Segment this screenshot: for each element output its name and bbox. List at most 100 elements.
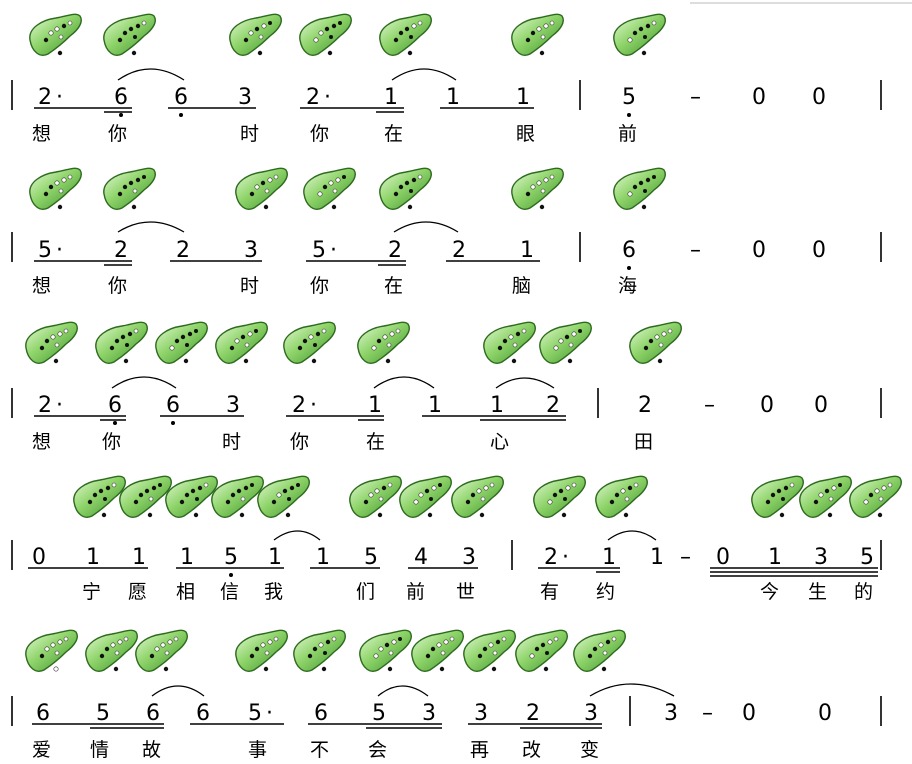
lyric: 我 [264,581,283,603]
ocarina-icon [349,475,402,518]
ocarina-icon [451,475,504,518]
lyric: 相 [176,581,195,603]
ocarina-icon [539,321,592,364]
note: 5 [96,701,110,726]
ocarina-icon [849,475,902,518]
ocarina-fingering-icons [29,167,666,210]
octave-dot [627,113,631,117]
dash: – [690,238,701,263]
lyric: 前 [406,581,425,603]
lyric: 宁 [82,581,101,603]
ocarina-icon [293,629,346,672]
ocarina-icon [357,321,410,364]
ocarina-icon [119,475,172,518]
note: 2 [544,545,558,570]
note: 6 [314,701,328,726]
note: 1 [180,545,194,570]
lyric: 心 [490,431,509,453]
lyric: 前 [618,123,637,145]
row-5: 6 5 6 6 5 · 6 5 3 3 2 3 3 – 0 0 爱 情 故 事 … [11,629,882,761]
ocarina-icon [533,475,586,518]
ocarina-icon [629,321,682,364]
ocarina-icon [73,475,126,518]
note: 1 [650,545,664,570]
ocarina-fingering-icons [73,475,902,518]
ocarina-icon [411,629,464,672]
dash: – [702,701,713,726]
lyric: 你 [108,275,127,297]
lyric: 脑 [512,275,531,297]
note: 1 [132,545,146,570]
note: 6 [174,85,188,110]
note: 6 [114,85,128,110]
note-dot: · [324,85,331,110]
lyric: 你 [102,431,121,453]
lyric: 在 [384,123,403,145]
ocarina-icon [595,475,648,518]
row-4: 0 1 1 1 5 1 1 5 4 3 2 · 1 1 – 0 1 3 5 宁 … [11,475,902,603]
note: 5 [372,701,386,726]
lyric: 想 [32,275,51,297]
lyric: 海 [618,275,637,297]
lyric: 变 [580,739,599,761]
ocarina-icon [135,629,188,672]
lyric: 的 [854,581,873,603]
lyric: 会 [368,739,387,761]
note-dot: · [56,85,63,110]
note: 1 [368,393,382,418]
note: 0 [814,393,828,418]
lyric: 田 [634,431,653,453]
ocarina-icon [483,321,536,364]
octave-dot [229,573,233,577]
ocarina-icon [95,321,148,364]
slur [111,376,177,389]
ocarina-icon [399,475,452,518]
lyric: 你 [290,431,309,453]
lyric: 在 [366,431,385,453]
ocarina-icon [25,321,78,364]
slur [495,377,555,389]
lyric: 有 [540,581,559,603]
octave-dot [171,421,175,425]
ocarina-icon [283,321,336,364]
note: 3 [244,238,258,263]
ocarina-icon [155,321,208,364]
dash: – [680,545,691,570]
note: 5 [224,545,238,570]
note: 6 [196,701,210,726]
slur [607,530,657,541]
ocarina-icon [211,475,264,518]
note: 5 [860,545,874,570]
note: 3 [226,393,240,418]
note-dot: · [562,545,569,570]
ocarina-fingering-icons [25,629,626,672]
lyric: 在 [384,275,403,297]
note: 6 [146,701,160,726]
ocarina-icon [613,167,666,210]
octave-dot [179,113,183,117]
note: 0 [812,238,826,263]
note: 4 [414,545,428,570]
note-dot: · [56,238,63,263]
lyric: 你 [310,275,329,297]
note: 5 [622,85,636,110]
slur [373,376,435,389]
ocarina-icon [359,629,412,672]
note: 1 [428,393,442,418]
note: 3 [664,701,678,726]
slur [393,221,459,233]
ocarina-icon [303,167,356,210]
ocarina-icon [799,475,852,518]
row-3: 2 · 6 6 3 2 · 1 1 1 2 2 – 0 0 想 你 时 你 在 … [11,321,882,453]
lyric: 时 [222,431,241,453]
slur [377,685,429,697]
slur [117,221,185,233]
lyric: 你 [310,123,329,145]
note: 0 [716,545,730,570]
note: 6 [108,393,122,418]
octave-dot [119,113,123,117]
note-dot: · [310,393,317,418]
ocarina-icon [103,13,156,56]
note: 0 [760,393,774,418]
note: 2 [38,393,52,418]
